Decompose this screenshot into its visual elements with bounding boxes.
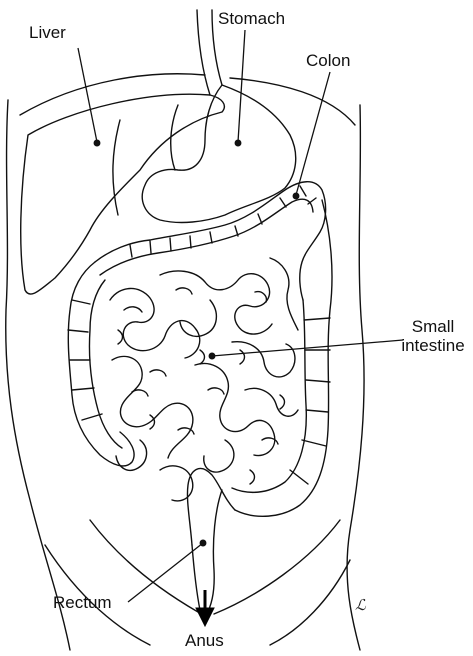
dot-small-intestine	[209, 353, 215, 359]
ribcage-arc	[20, 74, 355, 125]
anus-arrow	[196, 590, 214, 626]
stomach-label: Stomach	[218, 10, 285, 29]
liver-outline	[21, 94, 225, 294]
small-intestine-label-line1: Small	[412, 317, 455, 336]
colon-haustra	[130, 186, 316, 257]
colon-label: Colon	[306, 52, 350, 71]
leader-rectum	[128, 543, 203, 602]
rectum-label: Rectum	[53, 594, 112, 613]
colon-transverse	[95, 182, 326, 300]
artist-signature: ℒ	[355, 597, 366, 614]
small-intestine-label-line2: intestine	[401, 336, 464, 355]
small-intestine-label: Small intestine	[393, 318, 473, 355]
leader-stomach	[238, 30, 245, 142]
colon-descending-inner	[232, 300, 306, 492]
stomach-inner-fold	[171, 105, 178, 170]
rectum-outline	[192, 490, 222, 615]
pelvis-right	[214, 520, 340, 614]
sigmoid-colon	[187, 468, 235, 545]
liver-lobe-line	[113, 120, 120, 215]
colon-descending	[235, 200, 332, 516]
dot-liver	[94, 140, 100, 146]
leader-liver	[78, 48, 97, 142]
colon-transverse-inner	[100, 199, 313, 275]
torso-outline-right	[347, 105, 364, 650]
liver-label: Liver	[29, 24, 66, 43]
dot-stomach	[235, 140, 241, 146]
anus-label: Anus	[185, 632, 224, 651]
dot-colon	[293, 193, 299, 199]
stomach-outline	[142, 85, 295, 222]
groin-right	[270, 560, 350, 645]
small-intestine-loops	[110, 258, 298, 501]
colon-ascending-inner	[89, 280, 122, 448]
colon-ascending	[68, 262, 134, 466]
leader-colon	[296, 72, 330, 195]
dot-rectum	[200, 540, 206, 546]
